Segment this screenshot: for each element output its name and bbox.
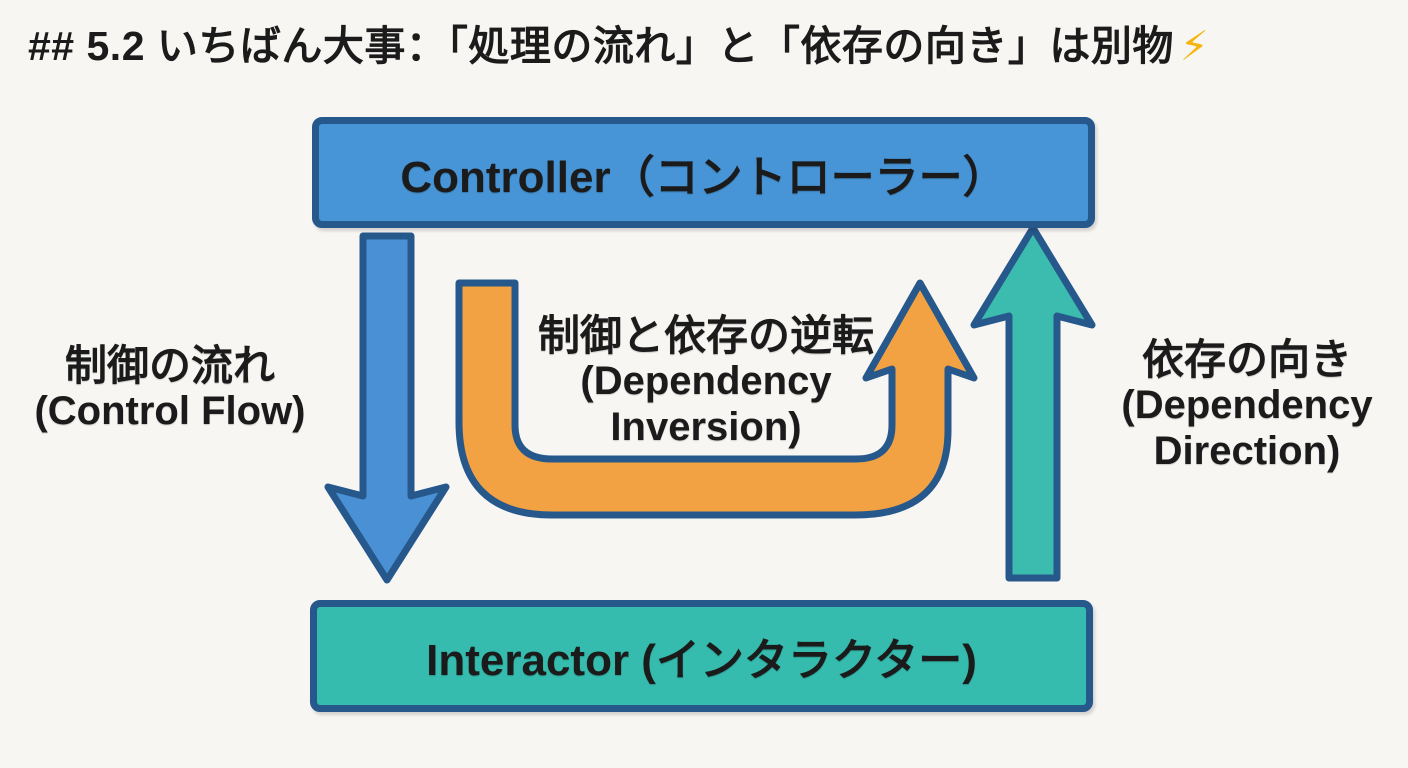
interactor-node: Interactor (インタラクター): [310, 600, 1093, 712]
control-flow-label-ja: 制御の流れ: [64, 342, 275, 389]
dependency-inversion-label-en2: Inversion): [610, 404, 802, 449]
control-flow-label: 制御の流れ (Control Flow): [2, 342, 338, 435]
page-title: ## 5.2 いちばん大事：「処理の流れ」と「依存の向き」は別物⚡: [28, 12, 1209, 72]
interactor-node-label: Interactor (インタラクター): [426, 636, 977, 685]
dependency-inversion-label-ja: 制御と依存の逆転: [537, 312, 874, 359]
dependency-direction-label: 依存の向き (Dependency Direction): [1102, 336, 1392, 474]
controller-node-label: Controller（コントローラー）: [400, 152, 1007, 202]
control-flow-label-en: (Control Flow): [34, 389, 306, 434]
dependency-direction-up-arrow-icon: [970, 224, 1096, 582]
dependency-inversion-label: 制御と依存の逆転 (Dependency Inversion): [536, 312, 876, 450]
controller-node: Controller（コントローラー）: [312, 117, 1095, 228]
control-flow-down-arrow-icon: [324, 232, 450, 584]
dependency-direction-label-ja: 依存の向き: [1141, 336, 1352, 383]
dependency-inversion-uturn-arrow-icon: [455, 279, 978, 519]
page-title-text: ## 5.2 いちばん大事：「処理の流れ」と「依存の向き」は別物: [28, 23, 1174, 69]
dependency-inversion-label-en1: (Dependency: [580, 359, 832, 404]
dependency-direction-label-en1: (Dependency: [1121, 383, 1373, 428]
lightning-bolt-icon: ⚡: [1179, 23, 1210, 69]
dependency-direction-label-en2: Direction): [1153, 428, 1341, 473]
